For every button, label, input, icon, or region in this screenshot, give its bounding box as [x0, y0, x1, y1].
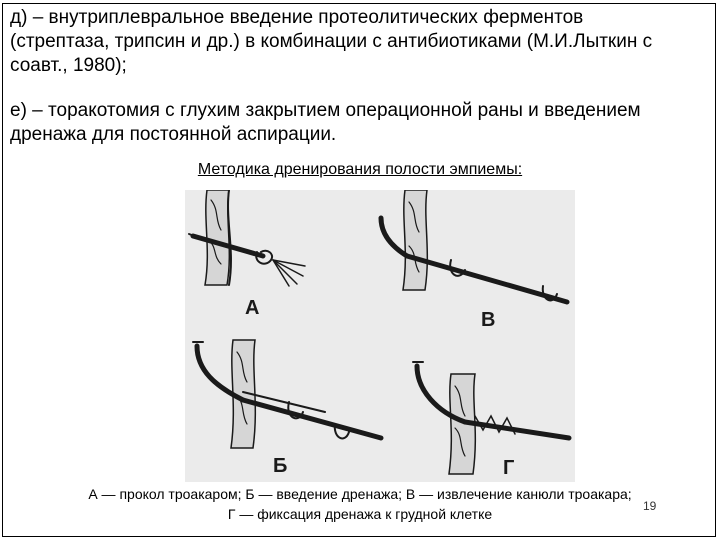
panel-label-b: Б	[273, 455, 287, 477]
drainage-figure: А В Б Г	[185, 190, 575, 482]
paragraph-d: д) – внутриплевральное введение протеоли…	[10, 7, 653, 76]
caption-line-1: А — прокол троакаром; Б — введение дрена…	[88, 486, 632, 502]
panel-label-v: В	[481, 309, 495, 331]
paragraph-e: е) – торакотомия с глухим закрытием опер…	[10, 100, 641, 145]
panel-g-drawing	[412, 361, 572, 475]
drainage-illustration: А В Б Г	[188, 190, 572, 479]
panel-label-g: Г	[503, 457, 514, 479]
caption-line-2: Г — фиксация дренажа к грудной клетке	[227, 506, 493, 522]
panel-label-a: А	[245, 297, 259, 319]
panel-v-drawing	[378, 190, 570, 305]
panel-a-drawing	[188, 190, 306, 287]
figure-caption: А — прокол троакаром; Б — введение дрена…	[0, 484, 720, 524]
figure-title: Методика дренирования полости эмпиемы:	[197, 161, 523, 178]
panel-b-drawing	[192, 339, 384, 449]
page-number: 19	[643, 499, 657, 513]
slide-frame	[2, 3, 716, 537]
